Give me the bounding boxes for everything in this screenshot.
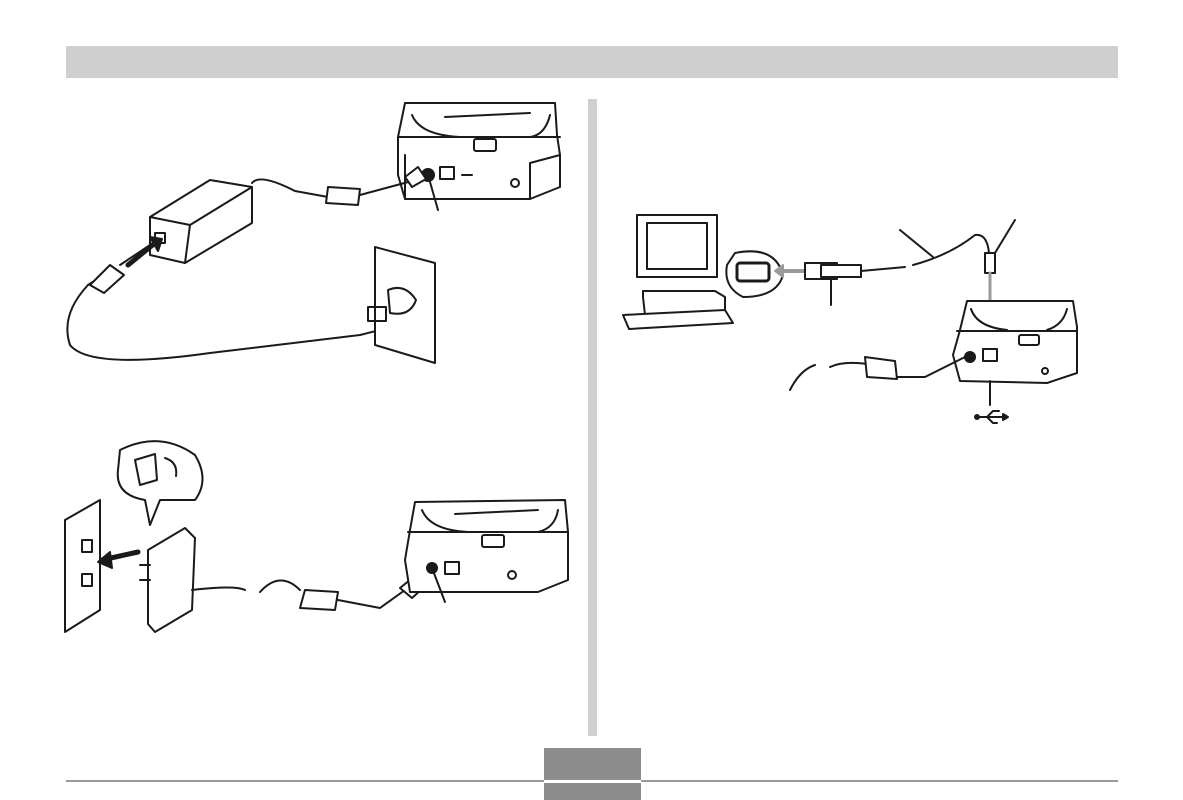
- illustration-folding-plug-adaptor: [64, 440, 569, 633]
- wall-outlet: [367, 246, 436, 364]
- usb-icon: [974, 410, 1009, 424]
- cradle-unit: [397, 102, 561, 200]
- illustration-usb-computer-cradle: [622, 214, 1078, 424]
- illustration-ac-adaptor-cradle: [66, 102, 561, 364]
- header-bar: [66, 46, 1118, 78]
- cradle-unit: [952, 300, 1078, 384]
- cradle-unit: [404, 499, 569, 593]
- page-number-tab: [544, 748, 641, 800]
- computer: [622, 214, 734, 330]
- column-divider: [588, 99, 597, 736]
- ac-adaptor: [149, 179, 253, 264]
